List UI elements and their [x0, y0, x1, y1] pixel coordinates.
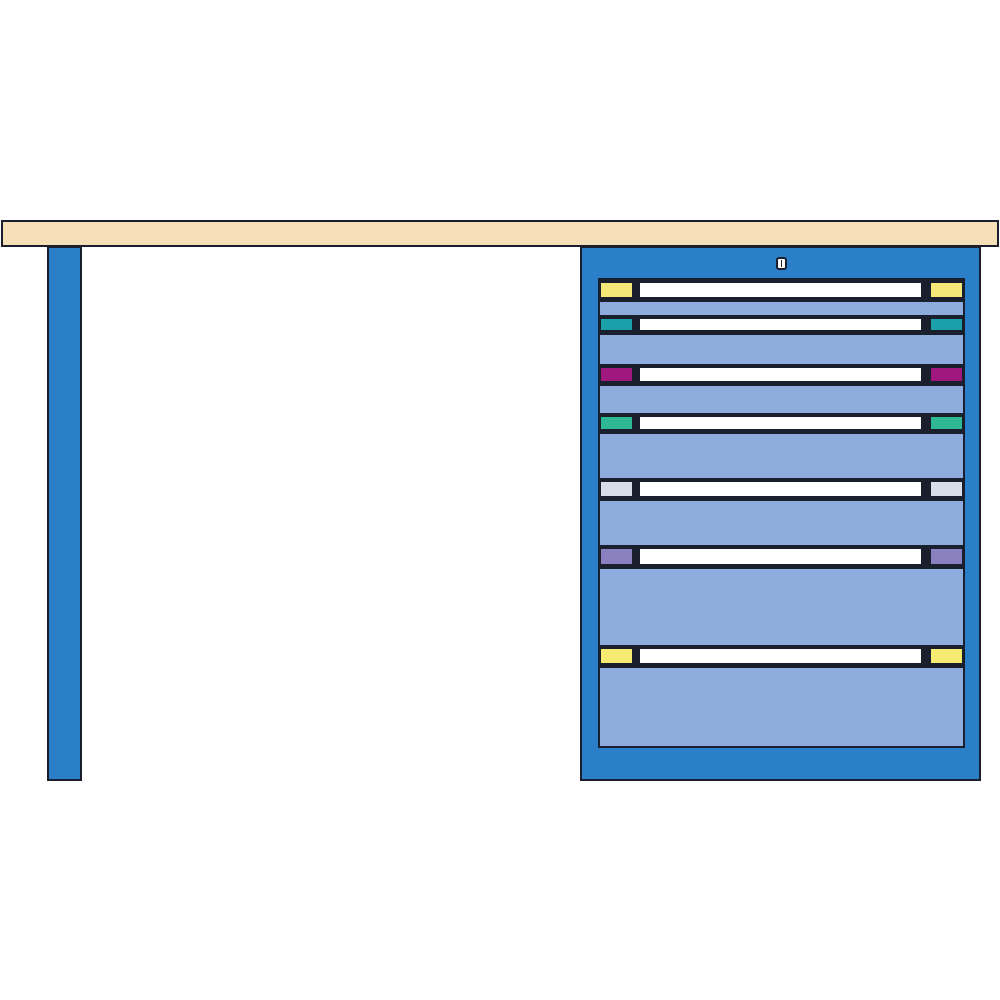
drawer-handle[interactable] [599, 478, 964, 501]
drawer-handle[interactable] [599, 545, 964, 569]
drawer-label-left [601, 319, 632, 330]
drawer-handle[interactable] [599, 279, 964, 302]
handle-strip [640, 649, 921, 663]
drawer-label-right [931, 549, 962, 564]
drawer-label-left [601, 649, 632, 663]
drawer-label-right [931, 283, 962, 297]
drawer-handle[interactable] [599, 364, 964, 386]
drawer-handle[interactable] [599, 315, 964, 335]
workbench-top [1, 220, 999, 247]
drawer-label-right [931, 417, 962, 429]
drawer-label-left [601, 283, 632, 297]
handle-strip [640, 549, 921, 564]
drawer-label-left [601, 482, 632, 496]
drawer-handle[interactable] [599, 413, 964, 434]
lock-icon [776, 257, 787, 270]
drawer-label-left [601, 417, 632, 429]
drawer-label-left [601, 549, 632, 564]
handle-strip [640, 319, 921, 330]
drawer-label-left [601, 368, 632, 381]
drawer-label-right [931, 482, 962, 496]
workbench-leg [47, 246, 82, 781]
drawer-label-right [931, 649, 962, 663]
handle-strip [640, 482, 921, 496]
handle-strip [640, 368, 921, 381]
handle-strip [640, 417, 921, 429]
drawer-panel [598, 278, 965, 748]
handle-strip [640, 283, 921, 297]
drawer-label-right [931, 319, 962, 330]
drawer-label-right [931, 368, 962, 381]
drawer-handle[interactable] [599, 645, 964, 668]
